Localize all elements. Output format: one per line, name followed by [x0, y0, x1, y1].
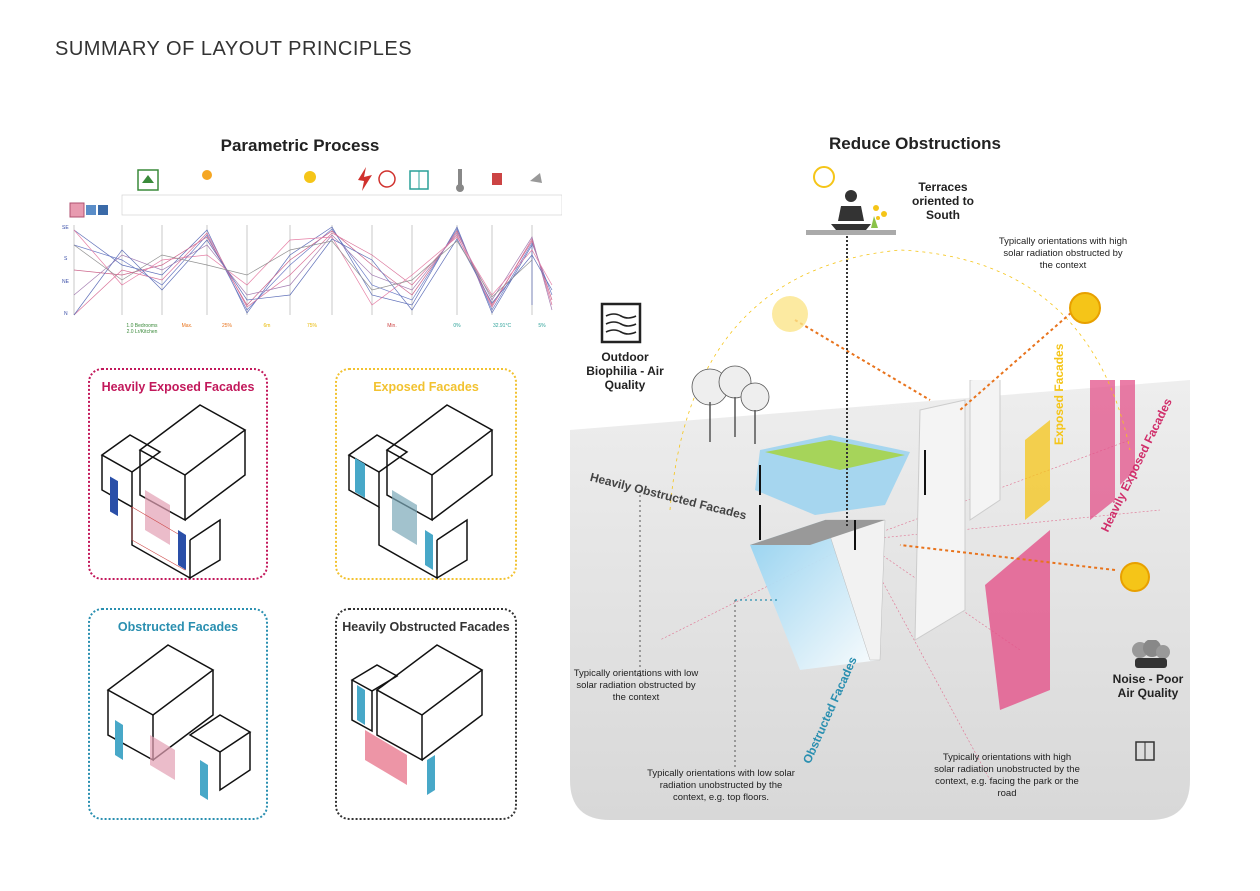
sun-small-icon: [202, 170, 212, 180]
svg-text:Min.: Min.: [387, 323, 396, 329]
svg-text:N: N: [64, 311, 68, 317]
isometric-building-diagram: [347, 404, 494, 580]
window-vent-icon: [409, 170, 429, 190]
svg-text:2.0 Lr/Kitchen: 2.0 Lr/Kitchen: [127, 329, 158, 335]
note-left: Typically orientations with low solar ra…: [573, 668, 699, 703]
sun-small-icon-2: [304, 171, 316, 183]
svg-text:6m: 6m: [264, 323, 271, 329]
svg-text:SE: SE: [62, 225, 69, 231]
svg-text:5%: 5%: [538, 323, 546, 329]
car-pollution-icon: [1125, 639, 1175, 672]
sun-icon: [772, 296, 808, 332]
heating-icon: [358, 167, 396, 191]
card-heavily-exposed: Heavily Exposed Facades: [88, 368, 268, 580]
house-icon: [137, 169, 159, 191]
trees-icon: [680, 362, 780, 452]
svg-text:25%: 25%: [222, 323, 233, 329]
note-bottom-mid: Typically orientations with low solar ra…: [647, 768, 795, 803]
vertical-guide: [846, 236, 849, 526]
svg-text:0%: 0%: [453, 323, 461, 329]
reduce-obstructions-title: Reduce Obstructions: [829, 134, 1001, 153]
sun-icon: [1069, 292, 1101, 324]
card-title: Obstructed Facades: [117, 620, 239, 634]
svg-text:75%: 75%: [307, 323, 318, 329]
parametric-title: Parametric Process: [220, 136, 380, 155]
sun-small-icon: [813, 166, 835, 188]
isometric-building-diagram: [100, 404, 247, 580]
svg-text:S: S: [64, 256, 68, 262]
svg-text:1.0 Bedrooms: 1.0 Bedrooms: [126, 323, 158, 329]
svg-text:32.91°C: 32.91°C: [493, 323, 512, 329]
page-title: SUMMARY OF LAYOUT PRINCIPLES: [55, 38, 413, 60]
terraces-label: Terraces oriented to South: [912, 180, 974, 222]
window-small-icon: [1134, 740, 1156, 762]
card-heavily-obstructed: Heavily Obstructed Facades: [335, 608, 517, 820]
window-icon: [598, 300, 644, 346]
card-title: Exposed Facades: [373, 380, 479, 394]
card-title: Heavily Obstructed Facades: [342, 620, 510, 634]
note-bottom-right: Typically orientations with high solar r…: [934, 752, 1080, 799]
note-top-right: Typically orientations with high solar r…: [998, 236, 1128, 271]
noise-label: Noise - Poor Air Quality: [1112, 672, 1184, 700]
svg-text:Max.: Max.: [182, 323, 193, 329]
label-exposed: Exposed Facades: [1052, 343, 1066, 445]
card-obstructed: Obstructed Facades: [88, 608, 268, 820]
thermometer-icon-2: [492, 173, 502, 185]
lamp-icon: [530, 173, 542, 183]
isometric-building-diagram: [106, 644, 252, 800]
svg-text:NE: NE: [62, 279, 70, 285]
sun-icon: [1120, 562, 1150, 592]
outdoor-label: Outdoor Biophilia - Air Quality: [586, 350, 664, 392]
ground-plane: [570, 335, 1190, 820]
isometric-building-diagram: [350, 644, 484, 795]
card-exposed: Exposed Facades: [335, 368, 517, 580]
card-title: Heavily Exposed Facades: [101, 380, 255, 394]
meditation-icon: [806, 186, 896, 236]
thermometer-icon: [456, 169, 464, 192]
